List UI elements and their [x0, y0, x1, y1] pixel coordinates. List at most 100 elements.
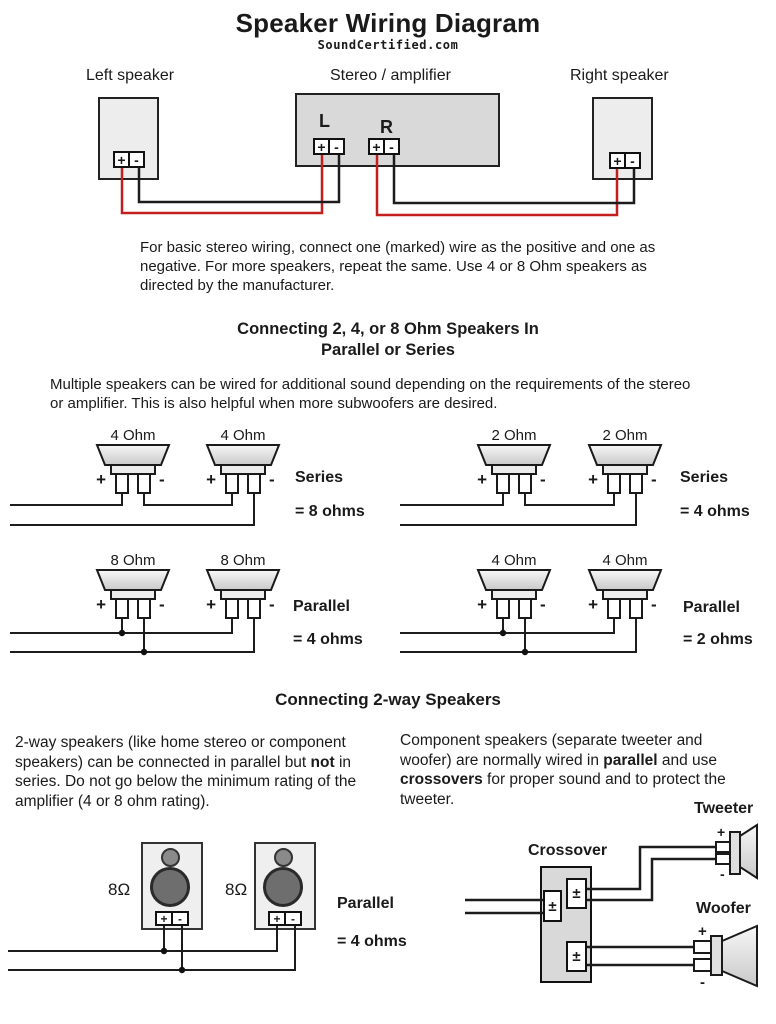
tweeter-dome-icon — [161, 848, 180, 867]
crossover-woofer-terminal: ± — [566, 941, 587, 972]
plus-sign: + — [477, 595, 487, 614]
minus-sign: - — [651, 470, 657, 489]
plus-minus-sign: ± — [572, 948, 581, 965]
woofer-cone-icon — [150, 867, 190, 907]
plus-minus-sign: ± — [572, 885, 581, 902]
minus-terminal: - — [328, 138, 345, 155]
plus-sign: + — [477, 470, 487, 489]
junction-dot — [521, 648, 529, 656]
crossover-label: Crossover — [528, 842, 608, 859]
crossover-tweeter-terminal: ± — [566, 878, 587, 909]
junction-dot — [160, 947, 168, 955]
woofer-cone-icon — [263, 867, 303, 907]
twoway-left-paragraph: 2-way speakers (like home stereo or comp… — [15, 733, 367, 811]
plus-minus-sign: ± — [548, 897, 557, 915]
twoway-speaker1-terminals: + - — [155, 911, 189, 926]
wiring-mode-label: Parallel — [337, 895, 394, 912]
wiring-mode-label: Parallel — [683, 599, 740, 616]
minus-sign: - — [159, 470, 165, 489]
paragraph-segment-bold: crossovers — [400, 771, 483, 788]
amplifier-label: Stereo / amplifier — [330, 67, 451, 84]
tweeter-label: Tweeter — [694, 800, 754, 817]
impedance-label: 8Ω — [108, 880, 131, 899]
plus-sign: + — [96, 470, 106, 489]
paragraph-segment-bold: parallel — [603, 751, 658, 769]
woofer-minus-sign: - — [700, 974, 705, 991]
twoway-negative-rail — [8, 926, 296, 971]
left-speaker-label: Left speaker — [86, 67, 175, 84]
wiring-result-label: = 8 ohms — [295, 503, 365, 520]
crossover-input-terminal: ± — [543, 890, 562, 922]
minus-sign: - — [269, 595, 275, 614]
minus-sign: - — [269, 470, 275, 489]
section1-description: Multiple speakers can be wired for addit… — [50, 376, 691, 412]
tweeter-minus-sign: - — [720, 866, 725, 882]
speaker-impedance-label: 4 Ohm — [220, 427, 266, 444]
woofer-plus-sign: + — [698, 923, 707, 940]
plus-sign: + — [588, 470, 598, 489]
minus-terminal: - — [284, 911, 302, 926]
right-speaker-terminals: + - — [609, 152, 641, 169]
speaker-impedance-label: 8 Ohm — [110, 552, 156, 569]
minus-sign: - — [540, 470, 546, 489]
series-right-wire-return — [400, 493, 637, 526]
junction-dot — [140, 648, 148, 656]
wiring-result-label: = 2 ohms — [683, 631, 753, 648]
minus-sign: - — [651, 595, 657, 614]
speaker-impedance-label: 4 Ohm — [602, 552, 648, 569]
plus-sign: + — [206, 595, 216, 614]
section1-heading-line1: Connecting 2, 4, or 8 Ohm Speakers In — [237, 320, 539, 338]
woofer-label: Woofer — [696, 900, 751, 917]
junction-dot — [499, 629, 507, 637]
speaker-impedance-label: 4 Ohm — [110, 427, 156, 444]
series-left-wire-return — [10, 493, 255, 526]
paragraph-segment: in series. Do not go below the minimum r… — [15, 753, 357, 810]
left-speaker-terminals: + - — [113, 151, 145, 168]
wiring-mode-label: Series — [680, 469, 729, 486]
amp-right-terminals: + - — [368, 138, 400, 155]
parallel-left-positive-rail — [10, 618, 233, 634]
minus-sign: - — [540, 595, 546, 614]
intro-paragraph: For basic stereo wiring, connect one (ma… — [140, 239, 656, 294]
wiring-result-label: = 4 ohms — [680, 503, 750, 520]
plus-sign: + — [588, 595, 598, 614]
page-subtitle: SoundCertified.com — [317, 38, 459, 52]
wiring-mode-label: Parallel — [293, 598, 350, 615]
parallel-right-negative-rail — [400, 618, 637, 653]
plus-sign: + — [206, 470, 216, 489]
speaker-impedance-label: 8 Ohm — [220, 552, 266, 569]
amp-left-channel-label: L — [319, 111, 330, 131]
section1-heading-line2: Parallel or Series — [321, 341, 455, 359]
speaker-impedance-label: 4 Ohm — [491, 552, 537, 569]
parallel-right-positive-rail — [400, 618, 615, 634]
paragraph-segment: and use — [657, 751, 718, 769]
tweeter-wire-2 — [587, 857, 716, 902]
series-left-wire-in — [10, 493, 123, 506]
speaker-impedance-label: 2 Ohm — [602, 427, 648, 444]
wiring-mode-label: Series — [295, 469, 344, 486]
minus-terminal: - — [383, 138, 400, 155]
right-speaker-label: Right speaker — [570, 67, 669, 84]
minus-terminal: - — [128, 151, 145, 168]
minus-terminal: - — [624, 152, 641, 169]
section2-heading: Connecting 2-way Speakers — [275, 690, 501, 709]
plus-sign: + — [96, 595, 106, 614]
minus-terminal: - — [171, 911, 189, 926]
tweeter-dome-icon — [274, 848, 293, 867]
series-right-wire-in — [400, 493, 504, 506]
speaker-impedance-label: 2 Ohm — [491, 427, 537, 444]
junction-dot — [178, 966, 186, 974]
paragraph-segment: Component speakers (separate tweeter and… — [400, 732, 703, 769]
wiring-result-label: = 4 ohms — [337, 933, 407, 950]
series-left-wire-link — [143, 493, 233, 506]
impedance-label: 8Ω — [225, 880, 248, 899]
page-title: Speaker Wiring Diagram — [235, 8, 541, 38]
parallel-left-negative-rail — [10, 618, 255, 653]
paragraph-segment: for proper sound and to protect the twee… — [400, 771, 726, 808]
twoway-speaker2-terminals: + - — [268, 911, 302, 926]
junction-dot — [118, 629, 126, 637]
amp-right-channel-label: R — [380, 117, 393, 137]
paragraph-segment: 2-way speakers (like home stereo or comp… — [15, 734, 346, 771]
wiring-result-label: = 4 ohms — [293, 631, 363, 648]
